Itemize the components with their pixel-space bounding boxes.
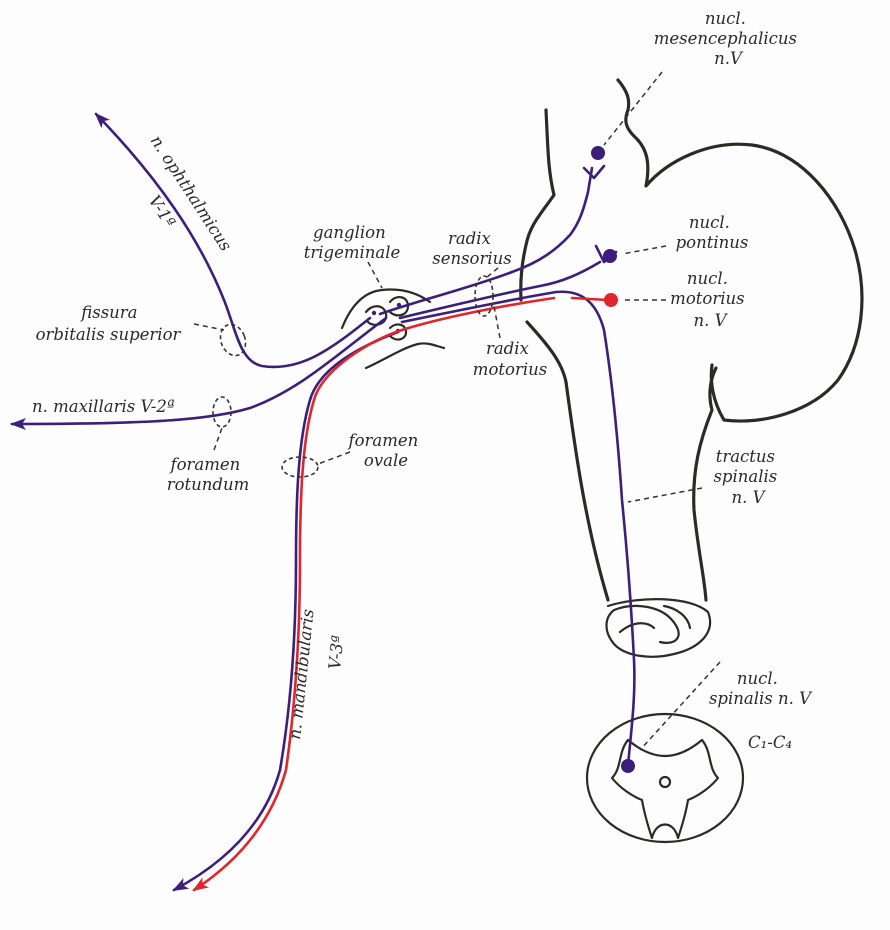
label-foramen-rotundum: foramen rotundum (167, 455, 250, 494)
medulla-cross-section (605, 598, 712, 658)
label-foramen-ovale: foramen ovale (346, 431, 423, 470)
radix-motorius-nerve (192, 296, 556, 892)
label-n-maxillaris: n. maxillaris V-2ª (32, 397, 175, 416)
ganglion-upper-contour (340, 288, 432, 330)
fissura-orbitalis-marker (219, 323, 247, 357)
midbrain-left-contour (519, 108, 556, 302)
pons-medulla-left-contour (525, 320, 610, 602)
radix-sensorius-marker (474, 275, 494, 317)
spinal-cord-outer (585, 712, 745, 844)
foramen-rotundum-marker (212, 396, 232, 428)
ganglion-cell-3 (388, 323, 408, 341)
ganglion-lower-contour (364, 342, 446, 370)
label-nucl-pontinus: nucl. pontinus (676, 213, 749, 252)
n-maxillaris-nerve (10, 316, 388, 430)
label-fissura: fissura orbitalis superior (36, 303, 182, 344)
leader-ganglion (367, 261, 383, 289)
leader-fissura (193, 323, 225, 331)
radix-sensorius-pontine (398, 260, 602, 320)
leader-radix-sensorius (485, 267, 499, 279)
leader-tractus (627, 487, 703, 503)
spinal-cord-grey-matter (610, 738, 720, 840)
labels: nucl. mesencephalicus n.V nucl. pontinus… (32, 9, 813, 752)
leader-mesencephalicus (603, 71, 663, 146)
brainstem-outline (519, 78, 864, 658)
label-v3: V-3ª (325, 634, 347, 670)
leader-lines (193, 71, 721, 751)
leader-rotundum (213, 427, 223, 451)
leader-radix-motorius (493, 305, 501, 339)
label-ganglion: ganglion trigeminale (304, 223, 401, 262)
mesencephalic-branch-y (582, 164, 606, 180)
n-mandibularis-nerve (172, 330, 400, 892)
nucleus-mesencephalicus-dot (591, 146, 605, 160)
sensory-pathways (10, 112, 636, 892)
label-nucl-motorius: nucl. motorius n. V (670, 269, 750, 330)
ganglion-cell-1 (364, 305, 388, 326)
pons-medulla-right-contour (692, 366, 718, 602)
label-radix-motorius: radix motorius (473, 339, 547, 379)
spinal-cord-grey-top (626, 738, 704, 758)
radix-sensorius-upper (378, 166, 594, 316)
foramen-ovale-marker (281, 456, 319, 478)
label-nucl-spinalis: nucl. spinalis n. V (709, 669, 813, 708)
label-tractus-spinalis: tractus spinalis n. V (713, 447, 782, 507)
motor-nucleus-link (570, 296, 610, 302)
label-radix-sensorius: radix sensorius (432, 229, 512, 268)
nucleus-pontinus-dot (603, 249, 617, 263)
nucleus-spinalis-dot (621, 759, 635, 773)
spinal-cord-section (585, 712, 745, 844)
n-ophthalmicus-nerve (94, 112, 372, 369)
label-nucl-mesencephalicus: nucl. mesencephalicus n.V (654, 9, 802, 68)
nucleus-motorius-dot (604, 293, 618, 307)
motor-pathway (192, 296, 610, 892)
spinal-tract-descending (400, 290, 636, 768)
leader-ovale (317, 451, 351, 465)
midbrain-right-contour (616, 78, 864, 423)
label-segment: C₁-C₄ (748, 733, 792, 752)
label-v1: V-1ª (145, 192, 180, 231)
leader-spinalis (639, 661, 721, 751)
medulla-cross-section-inner (618, 604, 692, 634)
central-canal (658, 775, 672, 789)
ganglion-cell-nucleus-1 (371, 310, 377, 316)
leader-pontinus (621, 245, 667, 255)
label-n-mandibularis: n. mandibularis (285, 608, 318, 740)
